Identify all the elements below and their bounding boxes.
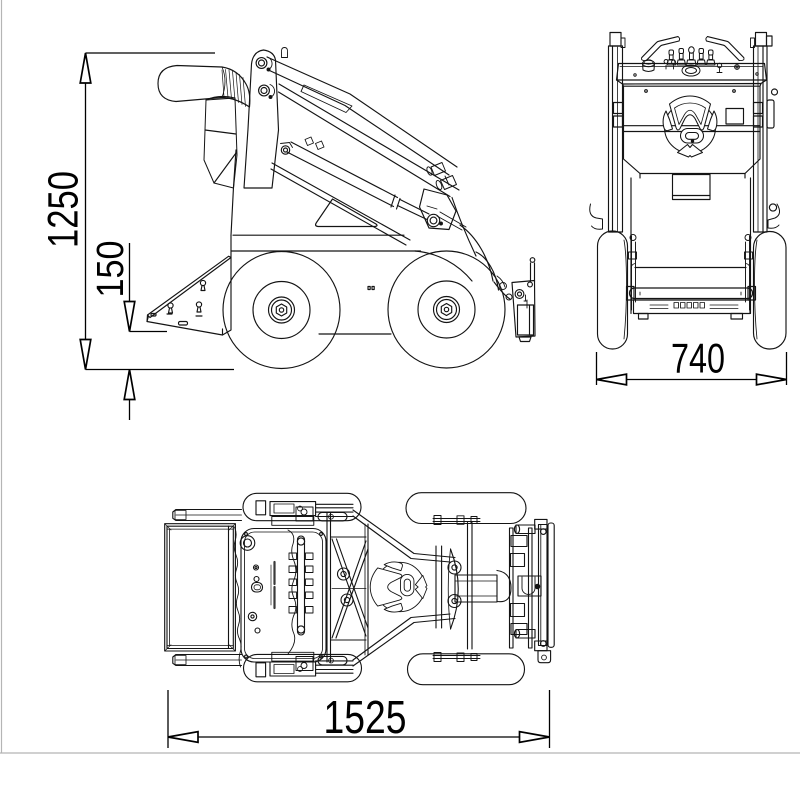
svg-text:740: 740 [671, 335, 725, 382]
svg-text:150: 150 [90, 241, 132, 298]
svg-text:1525: 1525 [324, 691, 407, 743]
svg-text:1250: 1250 [41, 171, 88, 248]
